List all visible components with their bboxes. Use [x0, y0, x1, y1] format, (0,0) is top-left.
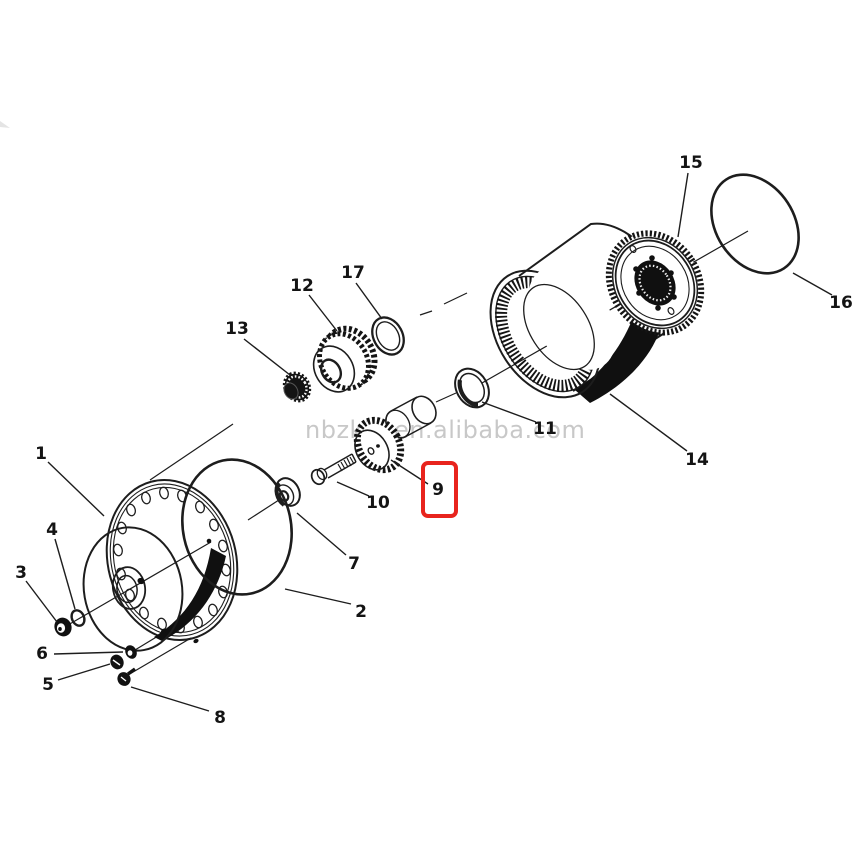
- part-1-hub-housing: [82, 479, 239, 652]
- part-16-oring: [710, 173, 800, 275]
- part-13-splined-bushing: [282, 371, 312, 403]
- callout-15: 15: [679, 153, 703, 173]
- callout-16: 16: [829, 293, 853, 313]
- housing-shaded-side: [154, 548, 226, 641]
- axis-lines: [67, 230, 749, 676]
- part-3-nut: [54, 617, 72, 637]
- part-9-sun-gear-shaft: [353, 395, 437, 474]
- callout-14: 14: [685, 450, 709, 470]
- part-8-bolt: [117, 667, 136, 686]
- callout-12: 12: [290, 276, 314, 296]
- part-12-gear: [312, 325, 378, 393]
- callout-8: 8: [214, 708, 226, 728]
- callout-5: 5: [42, 675, 54, 695]
- callout-6: 6: [36, 644, 48, 664]
- callout-9: 9: [432, 480, 444, 500]
- watermark-artifact: [0, 121, 10, 128]
- part-5-plug: [110, 654, 124, 670]
- part-4-washer: [70, 609, 86, 627]
- callout-10: 10: [366, 493, 390, 513]
- callout-2: 2: [355, 602, 367, 622]
- part-17-oring: [371, 316, 405, 356]
- part-11-retaining-ring: [454, 367, 490, 409]
- callout-11: 11: [533, 419, 557, 439]
- callout-17: 17: [341, 263, 365, 283]
- part-15-geared-carrier: [605, 230, 705, 336]
- leader-lines: [25, 172, 833, 712]
- callout-13: 13: [225, 319, 249, 339]
- callout-labels: 1 2 3 4 5 6 7 8 9 10 11 12 13 14 15 16 1…: [15, 153, 853, 728]
- callout-4: 4: [46, 520, 58, 540]
- callout-1: 1: [35, 444, 47, 464]
- watermark-text: nbzkjx.en.alibaba.com: [305, 416, 585, 444]
- part-6-nut: [125, 645, 137, 659]
- part-7-washer: [274, 477, 301, 507]
- highlight-box-part-9[interactable]: [421, 461, 458, 518]
- callout-3: 3: [15, 563, 27, 583]
- part-10-bolt: [310, 453, 357, 486]
- callout-7: 7: [348, 554, 360, 574]
- part-2-oring: [181, 458, 293, 596]
